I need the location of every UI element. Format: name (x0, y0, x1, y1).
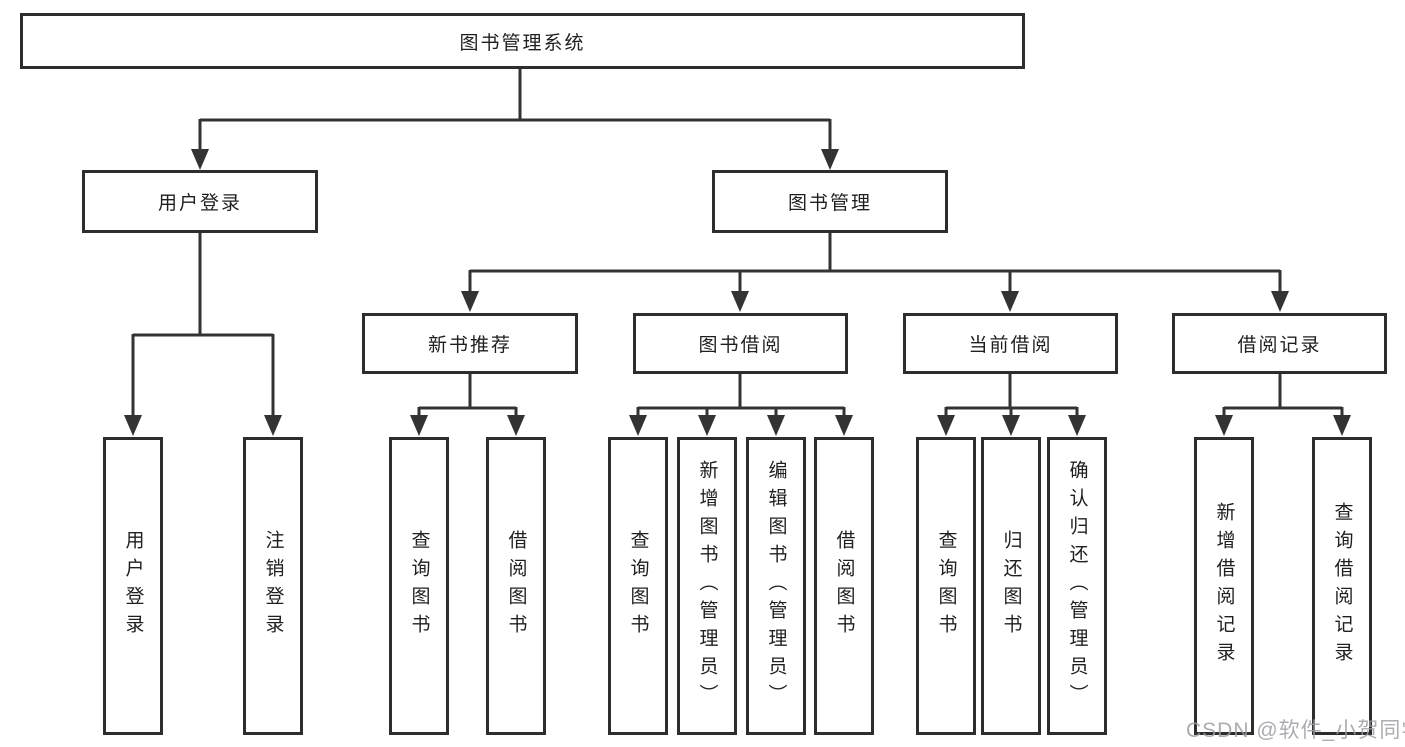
node-user-login: 用户登录 (82, 170, 318, 233)
connector-current-to-leaves (944, 374, 1079, 420)
leaf-current-confirm-return-admin: 确认归还（管理员） (1047, 437, 1107, 735)
connector-userlogin-to-leaves (131, 233, 275, 419)
leaf-records-query-record-label: 查询借阅记录 (1331, 502, 1353, 670)
node-book-borrow: 图书借阅 (633, 313, 848, 374)
arrow-down-icon (835, 415, 853, 436)
leaf-current-return-books: 归还图书 (981, 437, 1041, 735)
leaf-records-add-record-label: 新增借阅记录 (1213, 502, 1235, 670)
node-current-borrow-label: 当前借阅 (968, 335, 1053, 356)
leaf-user-login: 用户登录 (103, 437, 163, 735)
node-book-borrow-label: 图书借阅 (698, 335, 783, 356)
watermark: CSDN @软件_小贺同学 (1186, 719, 1405, 742)
leaf-borrow-edit-books-admin: 编辑图书（管理员） (746, 437, 806, 735)
leaf-current-query-books-label: 查询图书 (935, 530, 957, 642)
arrow-down-icon (1068, 415, 1086, 436)
leaf-borrow-add-books-admin-label: 新增图书（管理员） (696, 460, 718, 712)
node-book-management-label: 图书管理 (787, 193, 872, 214)
connector-bookmgmt-to-level3 (468, 233, 1282, 295)
connector-rec-to-leaves (417, 374, 518, 420)
node-new-book-recommend-label: 新书推荐 (427, 335, 512, 356)
arrow-down-icon (410, 415, 428, 436)
connector-borrow-to-leaves (636, 374, 846, 420)
leaf-current-return-books-label: 归还图书 (1000, 530, 1022, 642)
arrow-down-icon (124, 415, 142, 436)
leaf-records-query-record: 查询借阅记录 (1312, 437, 1372, 735)
node-book-management: 图书管理 (712, 170, 948, 233)
node-root-label: 图书管理系统 (459, 32, 586, 54)
leaf-current-confirm-return-admin-label: 确认归还（管理员） (1066, 460, 1088, 712)
arrow-down-icon (937, 415, 955, 436)
arrow-down-icon (767, 415, 785, 436)
leaf-current-query-books: 查询图书 (916, 437, 976, 735)
leaf-logout-label: 注销登录 (262, 530, 284, 642)
node-root: 图书管理系统 (20, 13, 1025, 69)
arrow-down-icon (1215, 415, 1233, 436)
leaf-recommend-query-books: 查询图书 (389, 437, 449, 735)
leaf-borrow-edit-books-admin-label: 编辑图书（管理员） (765, 460, 787, 712)
arrow-down-icon (698, 415, 716, 436)
leaf-recommend-borrow-books-label: 借阅图书 (505, 530, 527, 642)
leaf-user-login-label: 用户登录 (122, 530, 144, 642)
arrow-down-icon (191, 149, 209, 170)
arrow-down-icon (264, 415, 282, 436)
leaf-recommend-query-books-label: 查询图书 (408, 530, 430, 642)
leaf-borrow-query-books-label: 查询图书 (627, 530, 649, 642)
arrow-down-icon (731, 291, 749, 312)
node-current-borrow: 当前借阅 (903, 313, 1118, 374)
arrow-down-icon (507, 415, 525, 436)
connector-root-to-level2 (198, 69, 832, 153)
leaf-borrow-query-books: 查询图书 (608, 437, 668, 735)
arrow-down-icon (821, 149, 839, 170)
leaf-borrow-borrow-books-label: 借阅图书 (833, 530, 855, 642)
leaf-logout: 注销登录 (243, 437, 303, 735)
leaf-records-add-record: 新增借阅记录 (1194, 437, 1254, 735)
node-borrow-records: 借阅记录 (1172, 313, 1387, 374)
leaf-recommend-borrow-books: 借阅图书 (486, 437, 546, 735)
arrow-down-icon (1001, 291, 1019, 312)
leaf-borrow-add-books-admin: 新增图书（管理员） (677, 437, 737, 735)
connector-records-to-leaves (1222, 374, 1344, 420)
arrow-down-icon (1271, 291, 1289, 312)
arrow-down-icon (461, 291, 479, 312)
node-user-login-label: 用户登录 (157, 193, 242, 214)
leaf-borrow-borrow-books: 借阅图书 (814, 437, 874, 735)
arrow-down-icon (1002, 415, 1020, 436)
arrow-down-icons (124, 149, 1351, 436)
arrow-down-icon (1333, 415, 1351, 436)
node-new-book-recommend: 新书推荐 (362, 313, 578, 374)
node-borrow-records-label: 借阅记录 (1237, 335, 1322, 356)
arrow-down-icon (629, 415, 647, 436)
